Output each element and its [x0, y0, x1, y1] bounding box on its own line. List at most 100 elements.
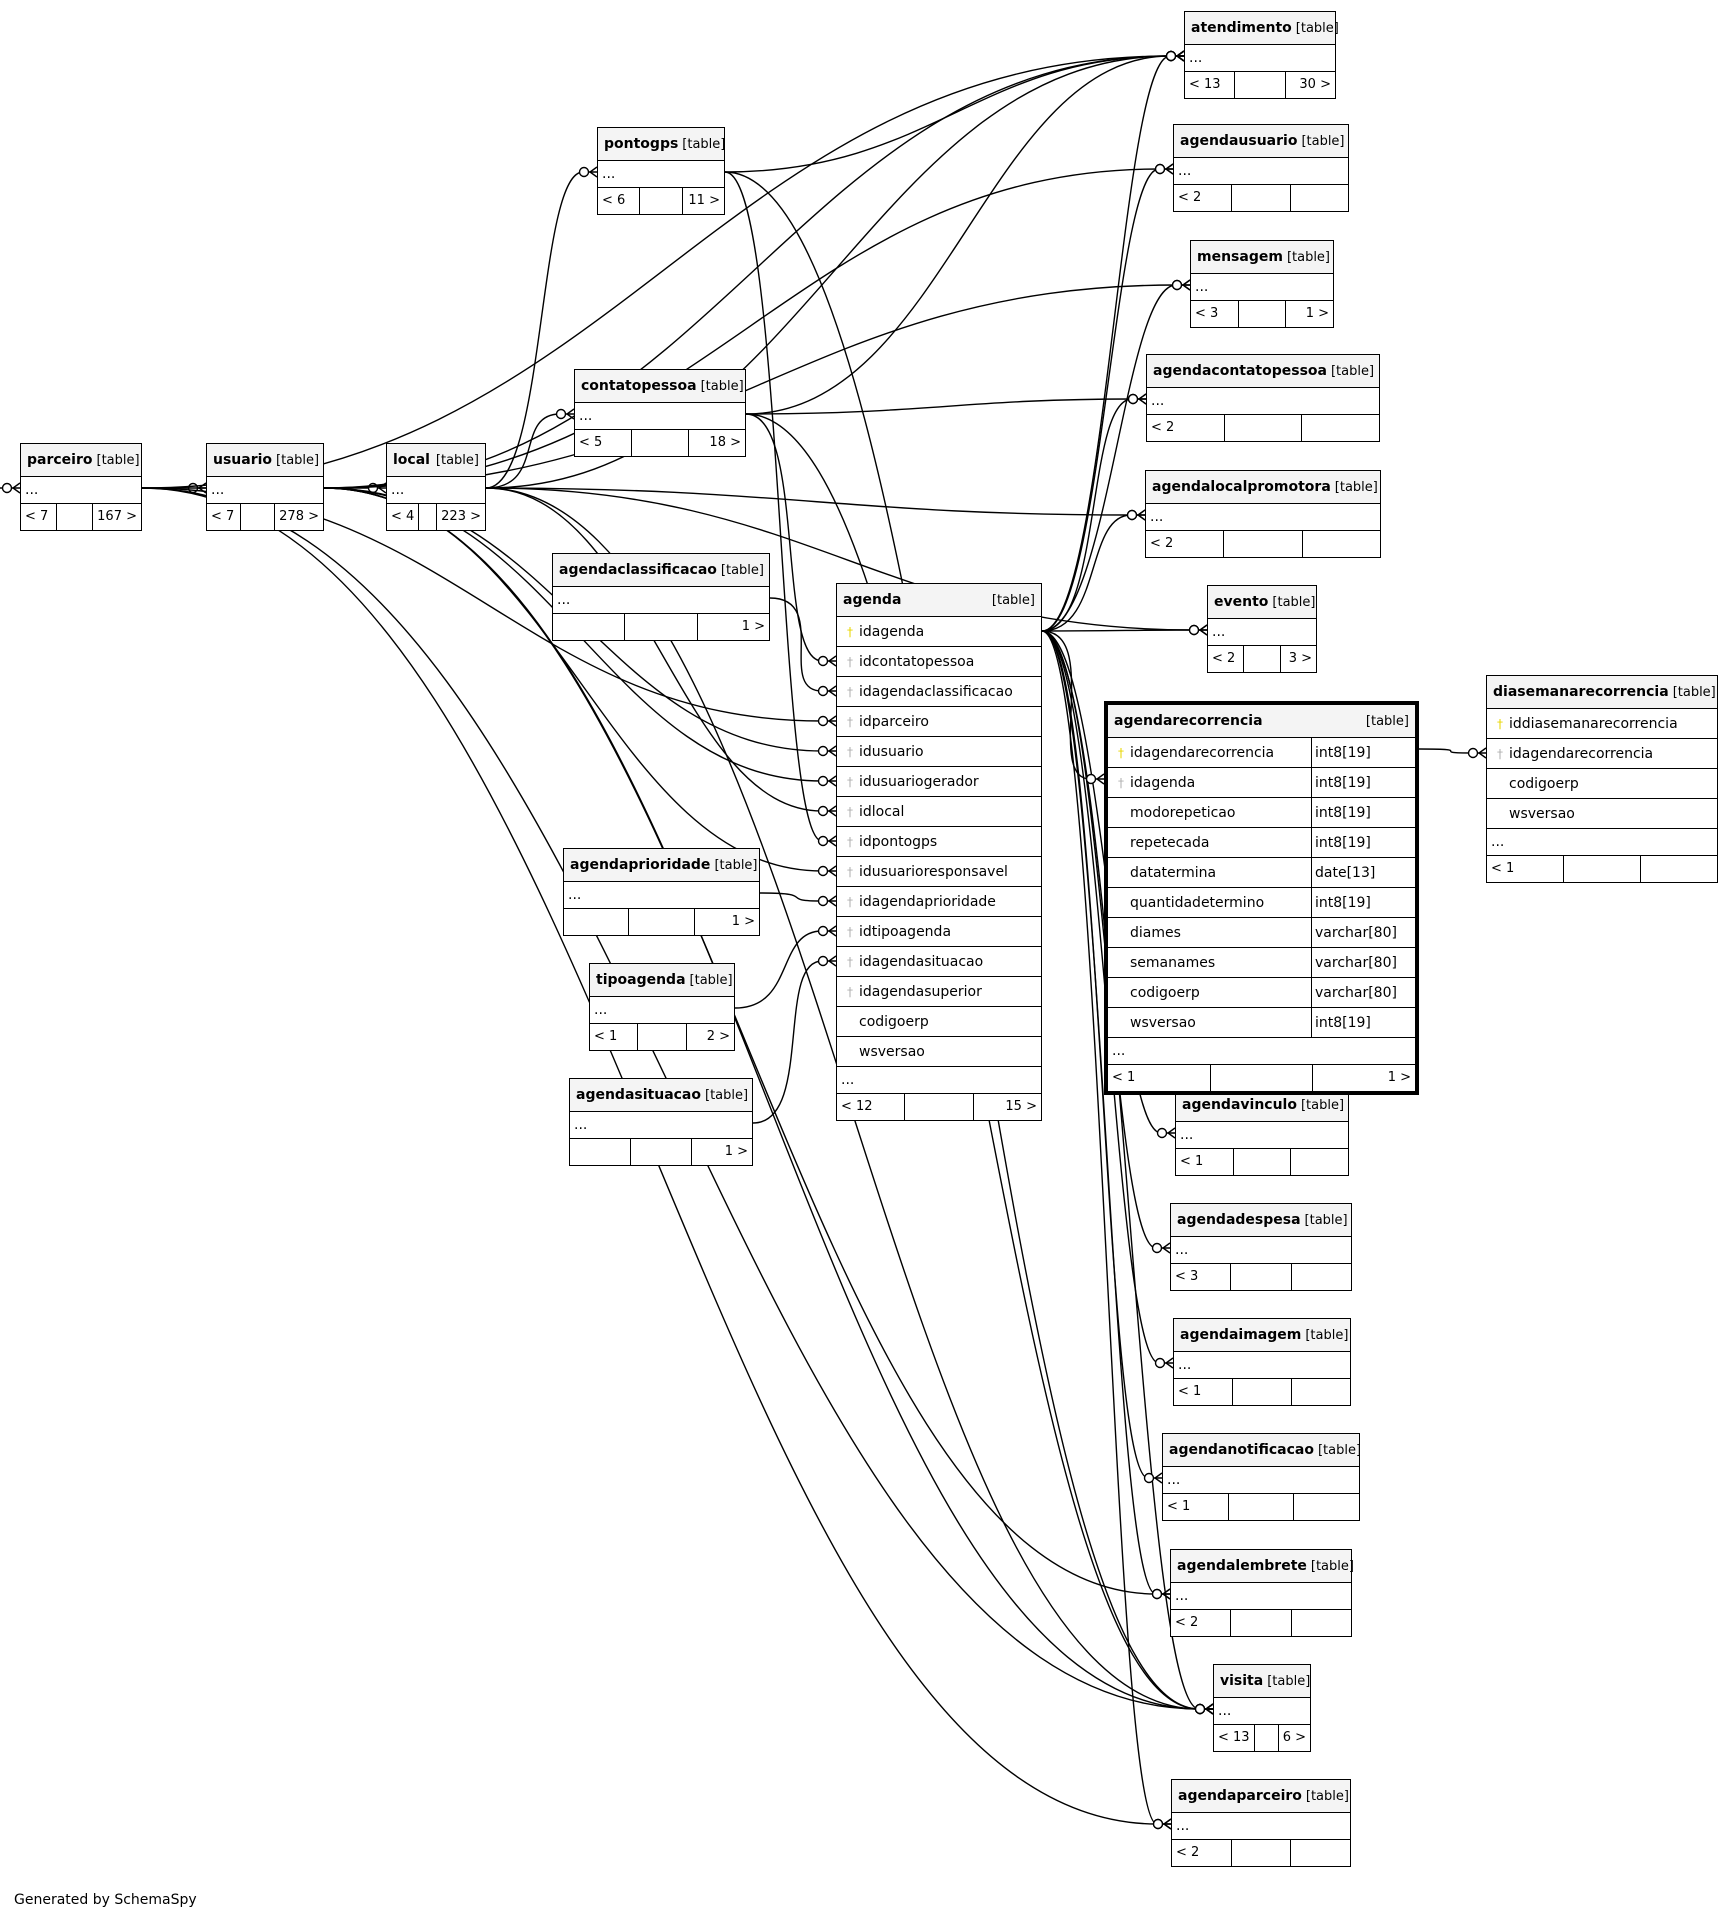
- table-diasemanarecorrencia[interactable]: diasemanarecorrencia[table]†iddiasemanar…: [1486, 675, 1718, 883]
- rows-count[interactable]: [631, 1139, 692, 1165]
- rows-count[interactable]: [1231, 1610, 1292, 1636]
- children-count[interactable]: 167 >: [97, 509, 137, 524]
- table-agendadespesa[interactable]: agendadespesa[table]...< 3: [1170, 1203, 1352, 1291]
- parents-count[interactable]: < 2: [1147, 415, 1225, 441]
- rows-count[interactable]: [1232, 1840, 1292, 1866]
- rows-count[interactable]: [1211, 1065, 1314, 1091]
- table-agendaprioridade[interactable]: agendaprioridade[table]...1 >: [563, 848, 760, 936]
- parents-count[interactable]: < 6: [598, 188, 641, 214]
- children-count[interactable]: [1292, 1610, 1351, 1636]
- rows-count[interactable]: [629, 909, 695, 935]
- children-count[interactable]: 1 >: [1305, 306, 1330, 321]
- children-count[interactable]: 11 >: [688, 193, 720, 208]
- children-count[interactable]: [1294, 1494, 1359, 1520]
- rows-count[interactable]: [419, 504, 438, 530]
- children-count[interactable]: 6 >: [1282, 1730, 1306, 1745]
- parents-count[interactable]: < 13: [1185, 72, 1236, 98]
- parents-count[interactable]: < 1: [1163, 1494, 1229, 1520]
- parents-count[interactable]: < 4: [387, 504, 420, 530]
- rows-count[interactable]: [640, 188, 683, 214]
- children-count[interactable]: 15 >: [1005, 1099, 1037, 1114]
- children-count[interactable]: [1291, 1840, 1350, 1866]
- parents-count[interactable]: < 2: [1146, 531, 1225, 557]
- table-agendavinculo[interactable]: agendavinculo[table]...< 1: [1175, 1088, 1349, 1176]
- children-count[interactable]: 1 >: [724, 1144, 748, 1159]
- parents-count[interactable]: < 1: [590, 1024, 639, 1050]
- children-count[interactable]: [1292, 1379, 1350, 1405]
- children-count[interactable]: 1 >: [1387, 1070, 1412, 1085]
- children-count[interactable]: [1291, 1149, 1348, 1175]
- rows-count[interactable]: [1225, 415, 1303, 441]
- children-count[interactable]: [1292, 1264, 1351, 1290]
- rows-count[interactable]: [905, 1094, 974, 1120]
- parents-count[interactable]: < 1: [1174, 1379, 1233, 1405]
- rows-count[interactable]: [1255, 1725, 1279, 1751]
- table-agendausuario[interactable]: agendausuario[table]...< 2: [1173, 124, 1349, 212]
- parents-count[interactable]: < 13: [1214, 1725, 1255, 1751]
- children-count[interactable]: 1 >: [741, 619, 765, 634]
- table-agendarecorrencia[interactable]: agendarecorrencia[table]†idagendarecorre…: [1104, 701, 1419, 1095]
- children-count[interactable]: 2 >: [706, 1029, 730, 1044]
- parents-count[interactable]: < 2: [1208, 646, 1245, 672]
- rows-count[interactable]: [632, 430, 689, 456]
- table-agendanotificacao[interactable]: agendanotificacao[table]...< 1: [1162, 1433, 1361, 1521]
- rows-count[interactable]: [1231, 1264, 1292, 1290]
- rows-count[interactable]: [1229, 1494, 1295, 1520]
- table-agendalocalpromotora[interactable]: agendalocalpromotora[table]...< 2: [1145, 470, 1381, 558]
- table-agendasituacao[interactable]: agendasituacao[table]...1 >: [569, 1078, 753, 1166]
- parents-count[interactable]: < 1: [1176, 1149, 1234, 1175]
- table-agendaparceiro[interactable]: agendaparceiro[table]...< 2: [1171, 1779, 1351, 1867]
- table-agendalembrete[interactable]: agendalembrete[table]...< 2: [1170, 1549, 1354, 1637]
- parents-count[interactable]: < 12: [837, 1094, 906, 1120]
- parents-count[interactable]: < 2: [1174, 185, 1233, 211]
- table-agendacontatopessoa[interactable]: agendacontatopessoa[table]...< 2: [1146, 354, 1380, 442]
- parents-count[interactable]: [553, 614, 626, 640]
- rows-count[interactable]: [1234, 1149, 1292, 1175]
- table-agenda[interactable]: agenda[table]†idagenda†idcontatopessoa†i…: [836, 583, 1042, 1121]
- parents-count[interactable]: < 3: [1191, 301, 1239, 327]
- rows-count[interactable]: [1235, 72, 1286, 98]
- table-agendaclassificacao[interactable]: agendaclassificacao[table]...1 >: [552, 553, 770, 641]
- rows-count[interactable]: [1244, 646, 1281, 672]
- parents-count[interactable]: < 3: [1171, 1264, 1232, 1290]
- parents-count[interactable]: < 1: [1487, 856, 1564, 882]
- children-count[interactable]: [1302, 415, 1379, 441]
- rows-count[interactable]: [638, 1024, 687, 1050]
- rows-count[interactable]: [1224, 531, 1303, 557]
- children-count[interactable]: [1641, 856, 1717, 882]
- rows-count[interactable]: [1232, 185, 1291, 211]
- rows-count[interactable]: [1233, 1379, 1292, 1405]
- rows-count[interactable]: [241, 504, 276, 530]
- parents-count[interactable]: < 5: [575, 430, 632, 456]
- children-count[interactable]: [1303, 531, 1380, 557]
- rows-count[interactable]: [1564, 856, 1641, 882]
- rows-count[interactable]: [625, 614, 698, 640]
- parents-count[interactable]: < 1: [1108, 1065, 1211, 1091]
- parents-count[interactable]: [570, 1139, 631, 1165]
- children-count[interactable]: 3 >: [1288, 651, 1312, 666]
- table-agendaimagem[interactable]: agendaimagem[table]...< 1: [1173, 1318, 1351, 1406]
- parents-count[interactable]: < 2: [1171, 1610, 1232, 1636]
- parents-count[interactable]: [564, 909, 630, 935]
- children-count[interactable]: 278 >: [279, 509, 319, 524]
- children-count[interactable]: 18 >: [709, 435, 741, 450]
- children-count[interactable]: [1291, 185, 1348, 211]
- rows-count[interactable]: [1239, 301, 1287, 327]
- children-count[interactable]: 1 >: [731, 914, 755, 929]
- parents-count[interactable]: < 7: [207, 504, 242, 530]
- children-count[interactable]: 223 >: [441, 509, 481, 524]
- children-count[interactable]: 30 >: [1299, 77, 1331, 92]
- parents-count[interactable]: < 2: [1172, 1840, 1232, 1866]
- rows-count[interactable]: [57, 504, 94, 530]
- parents-count[interactable]: < 7: [21, 504, 58, 530]
